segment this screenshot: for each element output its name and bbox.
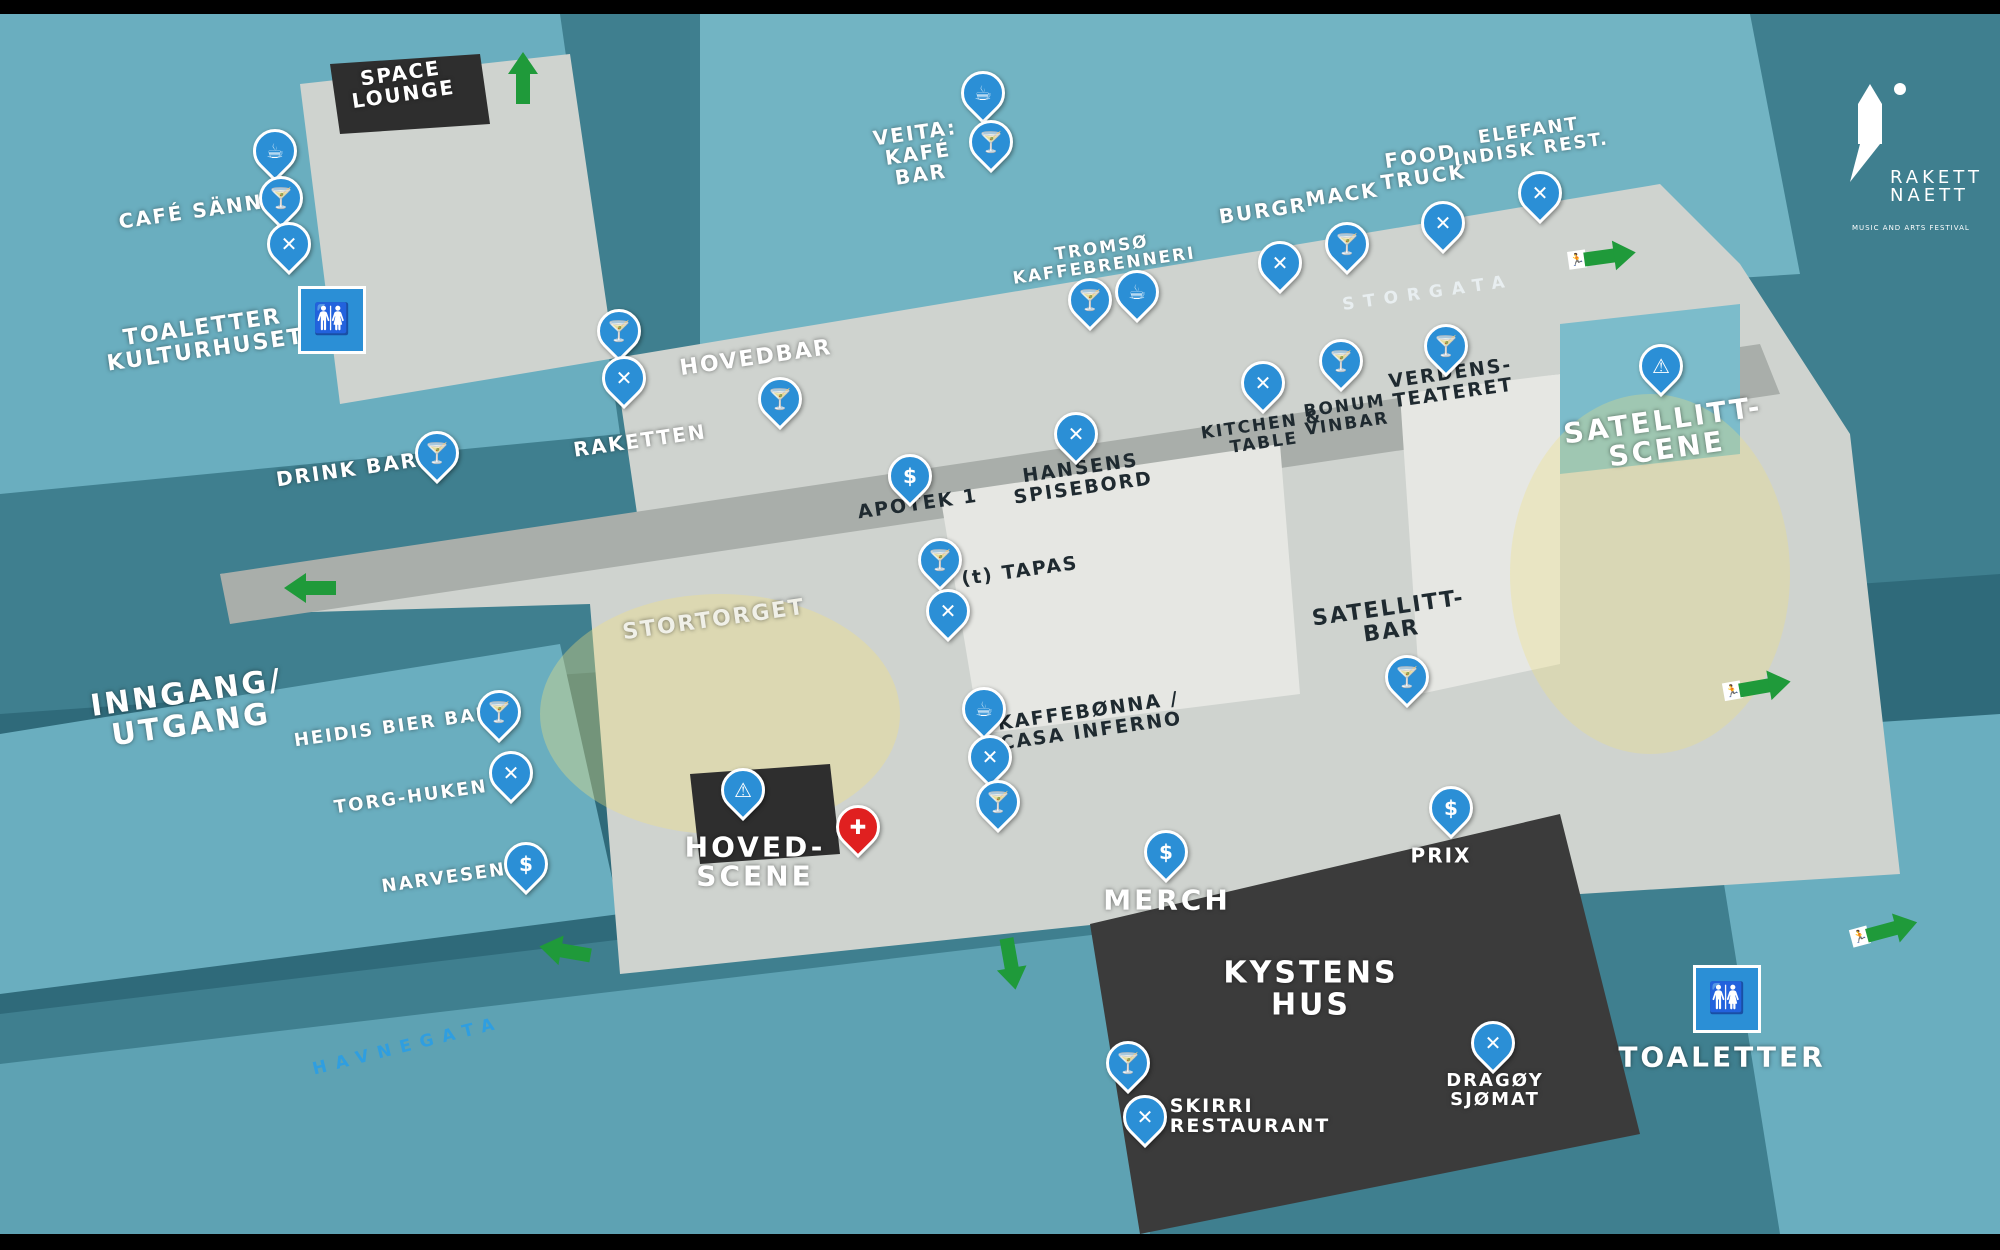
wine-glass-icon: 🍸: [767, 387, 793, 411]
siren-icon: ⚠: [734, 778, 752, 802]
cutlery-icon: ✕: [280, 232, 298, 256]
wine-glass-icon: 🍸: [486, 700, 512, 724]
cutlery-icon: ✕: [615, 366, 633, 390]
logo-line2: NAETT: [1890, 185, 1969, 206]
rocket-icon: [1850, 83, 1906, 182]
wine-glass-icon: 🍸: [1077, 288, 1103, 312]
arrow-icon: [1611, 237, 1638, 271]
label-veita: VEITA: KAFÉ BAR: [871, 114, 959, 190]
wine-glass-icon: 🍸: [985, 790, 1011, 814]
toilet-toaletter[interactable]: 🚻: [1693, 965, 1761, 1033]
logo-subtitle: MUSIC AND ARTS FESTIVAL: [1852, 224, 1970, 232]
cutlery-icon: ✕: [1136, 1105, 1154, 1129]
toilet-icon: 🚻: [313, 302, 351, 337]
toilet-kulturhuset[interactable]: 🚻: [298, 286, 366, 354]
siren-icon: ⚠: [1652, 354, 1670, 378]
dollar-icon: $: [903, 464, 917, 488]
wine-glass-icon: 🍸: [927, 548, 953, 572]
raketnatt-logo: RAKETT NAETT MUSIC AND ARTS FESTIVAL: [1830, 74, 1980, 244]
arrow-icon: [536, 931, 564, 966]
label-kystens-hus: KYSTENS HUS: [1223, 955, 1399, 1022]
map-background: [0, 14, 2000, 1234]
cutlery-icon: ✕: [502, 761, 520, 785]
label-prix: PRIX: [1410, 843, 1472, 868]
label-toaletter: TOALETTER: [1618, 1040, 1826, 1074]
cutlery-icon: ✕: [1254, 371, 1272, 395]
wine-glass-icon: 🍸: [1394, 665, 1420, 689]
coffee-cup-icon: ☕: [974, 81, 992, 105]
festival-map[interactable]: RAKETT NAETT MUSIC AND ARTS FESTIVAL SPA…: [0, 14, 2000, 1234]
cutlery-icon: ✕: [1531, 181, 1549, 205]
cocktail-icon: 🍸: [424, 441, 450, 465]
first-aid-icon: ✚: [849, 815, 867, 839]
toilet-icon: 🚻: [1708, 981, 1746, 1016]
cutlery-icon: ✕: [981, 745, 999, 769]
dollar-icon: $: [1444, 796, 1458, 820]
label-skirri-restaurant: SKIRRI RESTAURANT: [1169, 1095, 1331, 1137]
exit-arrow-west[interactable]: [284, 573, 336, 603]
arrow-icon: [508, 52, 538, 74]
wine-glass-icon: 🍸: [268, 186, 294, 210]
cutlery-icon: ✕: [1434, 211, 1452, 235]
logo-line1: RAKETT: [1890, 167, 1983, 188]
cutlery-icon: ✕: [1067, 422, 1085, 446]
dollar-icon: $: [519, 852, 533, 876]
arrow-icon: [284, 573, 306, 603]
drink-icon: 🍸: [1433, 334, 1459, 358]
label-merch: MERCH: [1103, 883, 1231, 917]
dollar-icon: $: [1159, 840, 1173, 864]
label-dragoy-sjomat: DRAGØY SJØMAT: [1446, 1070, 1544, 1110]
coffee-cup-icon: ☕: [266, 139, 284, 163]
wine-glass-icon: 🍸: [978, 130, 1004, 154]
wine-glass-icon: 🍸: [1328, 349, 1354, 373]
wine-glass-icon: 🍸: [1334, 232, 1360, 256]
logo-text: RAKETT NAETT: [1890, 169, 1983, 205]
cutlery-icon: ✕: [1271, 251, 1289, 275]
cutlery-icon: ✕: [1484, 1031, 1502, 1055]
coffee-cup-icon: ☕: [975, 697, 993, 721]
exit-arrow-north[interactable]: [508, 52, 538, 104]
cutlery-icon: ✕: [939, 599, 957, 623]
coffee-cup-icon: ☕: [1128, 280, 1146, 304]
label-hovedscene: HOVED- SCENE: [684, 830, 826, 893]
wine-glass-icon: 🍸: [1115, 1051, 1141, 1075]
wine-glass-icon: 🍸: [606, 319, 632, 343]
